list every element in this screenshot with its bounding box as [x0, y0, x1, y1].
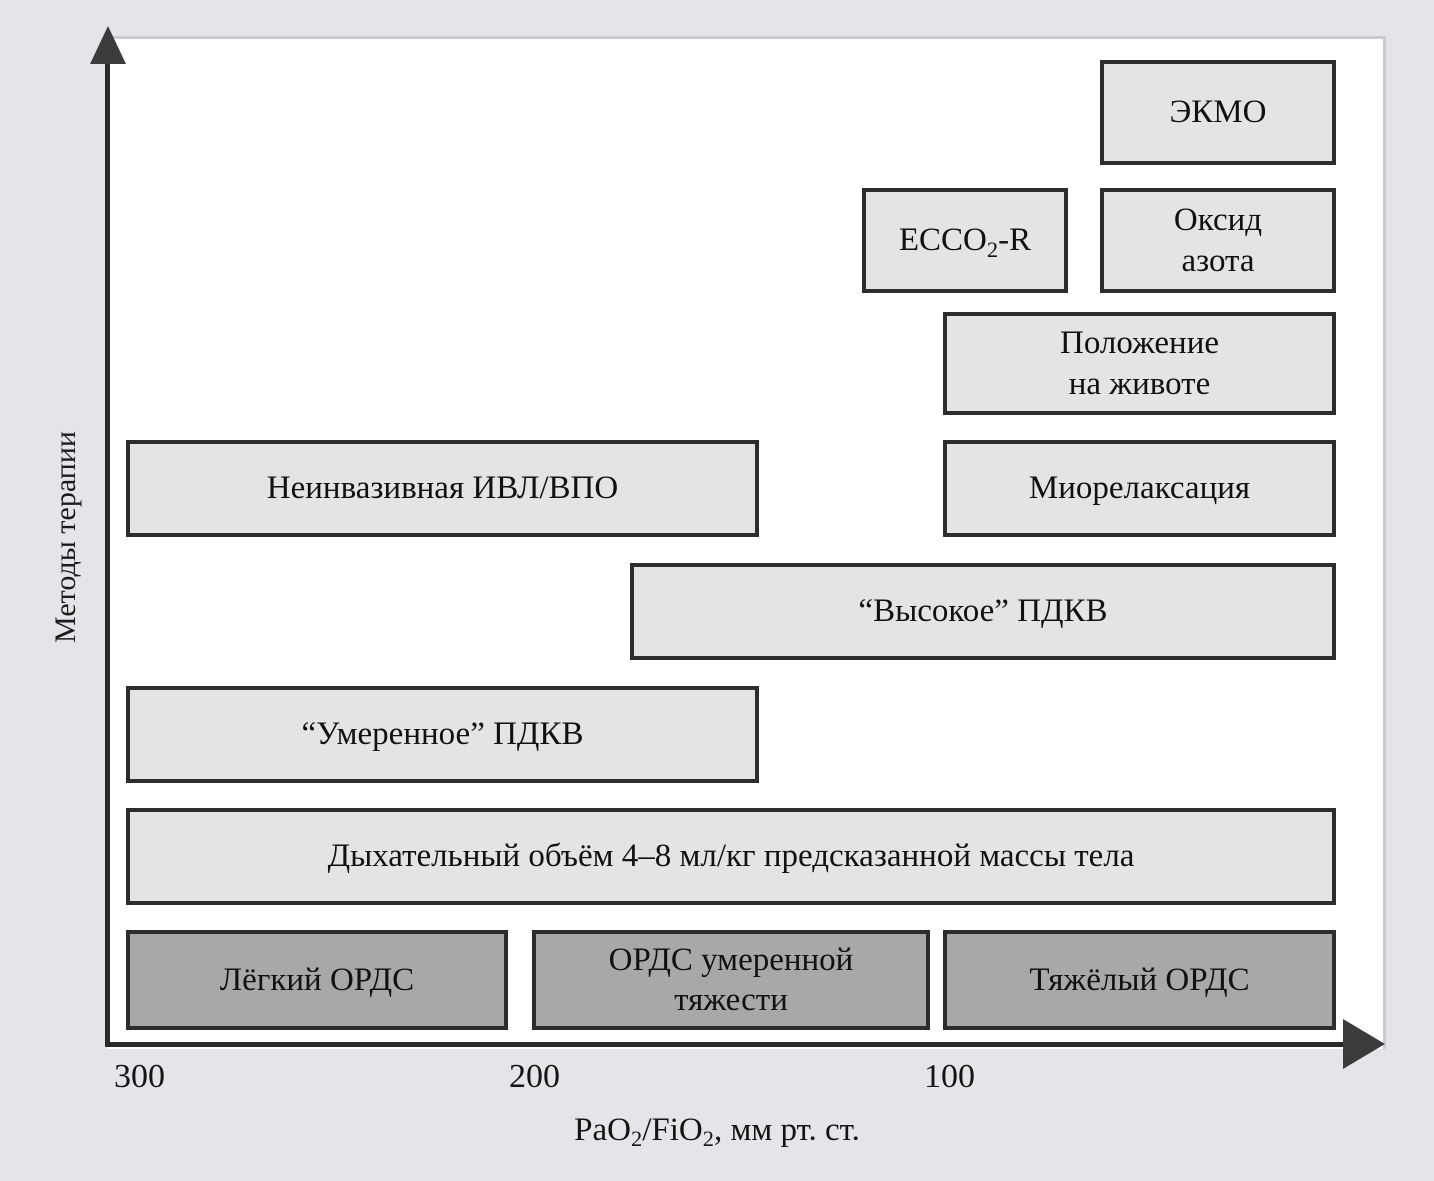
bar-label-moderate-ards: ОРДС умеренной тяжести — [608, 941, 854, 1018]
bar-severe-ards: Тяжёлый ОРДС — [943, 930, 1336, 1030]
bar-label-ecco2r: ECCO2-R — [898, 222, 1032, 262]
bar-tidal-volume: Дыхательный объём 4–8 мл/кг предсказанно… — [126, 808, 1336, 905]
x-tick-300: 300 — [114, 1058, 165, 1095]
bar-prone-position: Положение на животе — [943, 312, 1336, 415]
bar-moderate-peep: “Умеренное” ПДКВ — [126, 686, 759, 783]
bar-label-severe-ards: Тяжёлый ОРДС — [1029, 961, 1250, 998]
bar-ecco2r: ECCO2-R — [862, 188, 1068, 293]
bar-mild-ards: Лёгкий ОРДС — [126, 930, 508, 1030]
x-axis-title: PaO2/FiO2, мм рт. ст. — [574, 1112, 860, 1152]
bar-high-peep: “Высокое” ПДКВ — [630, 563, 1336, 660]
x-tick-200: 200 — [509, 1058, 560, 1095]
bar-myorelaxation: Миорелаксация — [943, 440, 1336, 537]
bar-label-nitric-oxide: Оксид азота — [1173, 202, 1263, 279]
bar-label-niv: Неинвазивная ИВЛ/ВПО — [266, 470, 619, 507]
x-axis-arrow-icon — [1343, 1019, 1385, 1069]
bar-nitric-oxide: Оксид азота — [1100, 188, 1336, 293]
x-axis-line — [105, 1042, 1347, 1047]
bar-label-ecmo: ЭКМО — [1169, 94, 1267, 131]
bar-niv: Неинвазивная ИВЛ/ВПО — [126, 440, 759, 537]
bar-label-myorelaxation: Миорелаксация — [1028, 470, 1251, 507]
bar-label-tidal-volume: Дыхательный объём 4–8 мл/кг предсказанно… — [327, 838, 1135, 875]
bar-label-mild-ards: Лёгкий ОРДС — [219, 961, 415, 998]
y-axis-line — [105, 60, 110, 1045]
bar-moderate-ards: ОРДС умеренной тяжести — [532, 930, 930, 1030]
y-axis-arrow-icon — [90, 26, 126, 64]
bar-label-high-peep: “Высокое” ПДКВ — [858, 593, 1108, 630]
x-tick-100: 100 — [924, 1058, 975, 1095]
bar-label-prone-position: Положение на животе — [1059, 325, 1220, 402]
bar-ecmo: ЭКМО — [1100, 60, 1336, 165]
y-axis-title: Методы терапии — [49, 431, 82, 643]
bar-label-moderate-peep: “Умеренное” ПДКВ — [301, 716, 584, 753]
